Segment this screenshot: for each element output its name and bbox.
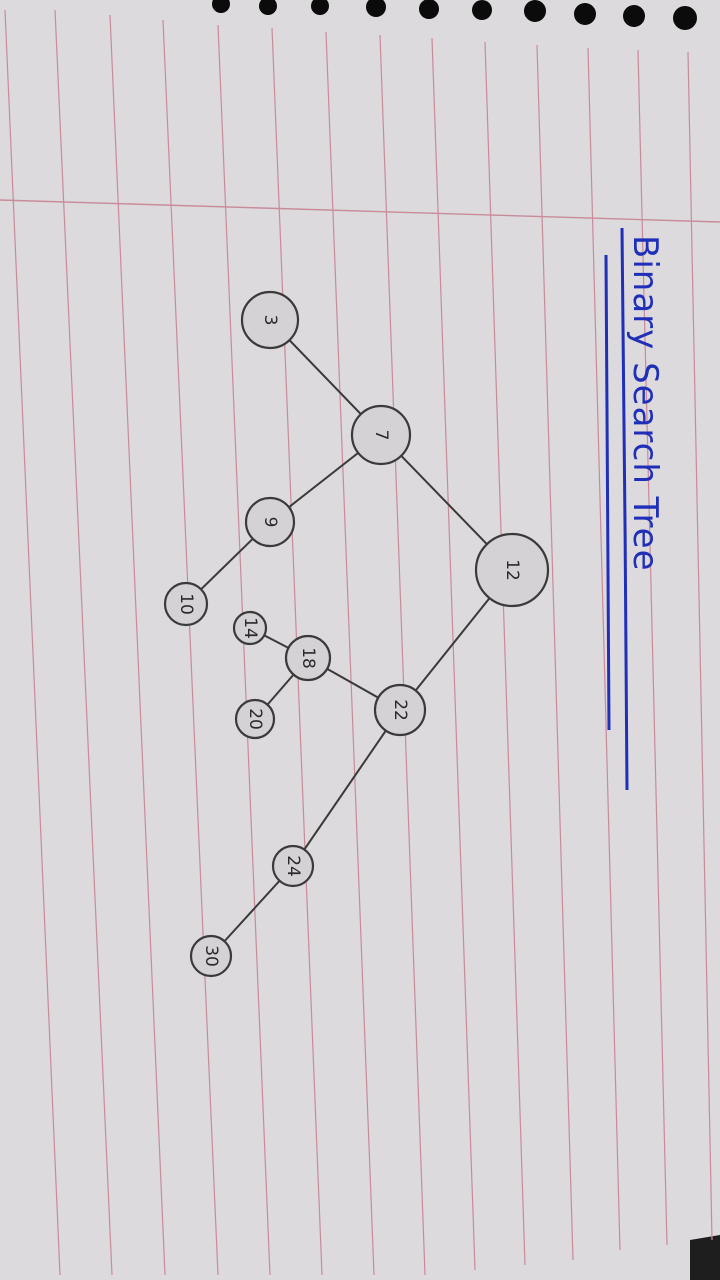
node-label: 22 xyxy=(390,699,410,721)
desk-corner xyxy=(690,1235,720,1280)
node-label: 7 xyxy=(371,430,391,441)
node-circle xyxy=(474,532,550,608)
tree-nodes: 12 7 3 9 10 22 18 14 20 24 30 xyxy=(163,290,550,978)
tree-node-12: 12 xyxy=(474,532,550,608)
tree-node-20: 20 xyxy=(234,698,276,740)
node-circle xyxy=(350,404,412,466)
node-circle xyxy=(373,683,427,737)
node-label: 18 xyxy=(298,647,318,669)
tree-node-3: 3 xyxy=(240,290,300,350)
title-underline-1 xyxy=(620,227,629,791)
tree-node-24: 24 xyxy=(271,844,315,888)
tree-node-10: 10 xyxy=(163,581,209,627)
node-circle xyxy=(232,610,268,646)
node-circle xyxy=(163,581,209,627)
title-underline-2 xyxy=(604,254,611,731)
node-circle xyxy=(244,496,296,548)
node-label: 20 xyxy=(245,708,265,730)
tree-node-14: 14 xyxy=(232,610,268,646)
node-circle xyxy=(271,844,315,888)
rule-lines xyxy=(4,9,713,1276)
node-label: 12 xyxy=(502,559,522,581)
node-circle xyxy=(240,290,300,350)
tree-node-30: 30 xyxy=(189,934,233,978)
node-label: 30 xyxy=(201,945,221,967)
node-circle xyxy=(189,934,233,978)
node-label: 14 xyxy=(240,617,260,639)
tree-node-22: 22 xyxy=(373,683,427,737)
node-circle xyxy=(234,698,276,740)
tree-node-18: 18 xyxy=(284,634,332,682)
node-label: 24 xyxy=(283,855,303,877)
tree-node-7: 7 xyxy=(350,404,412,466)
tree-node-9: 9 xyxy=(244,496,296,548)
binder-holes xyxy=(212,0,697,30)
margin-line xyxy=(0,199,720,223)
edge-n22-n24 xyxy=(292,709,401,867)
title-group: Binary Search Tree xyxy=(604,227,665,791)
node-label: 10 xyxy=(176,593,196,615)
node-label: 3 xyxy=(260,315,280,326)
diagram-title: Binary Search Tree xyxy=(625,235,665,572)
node-label: 9 xyxy=(260,517,280,528)
node-circle xyxy=(284,634,332,682)
